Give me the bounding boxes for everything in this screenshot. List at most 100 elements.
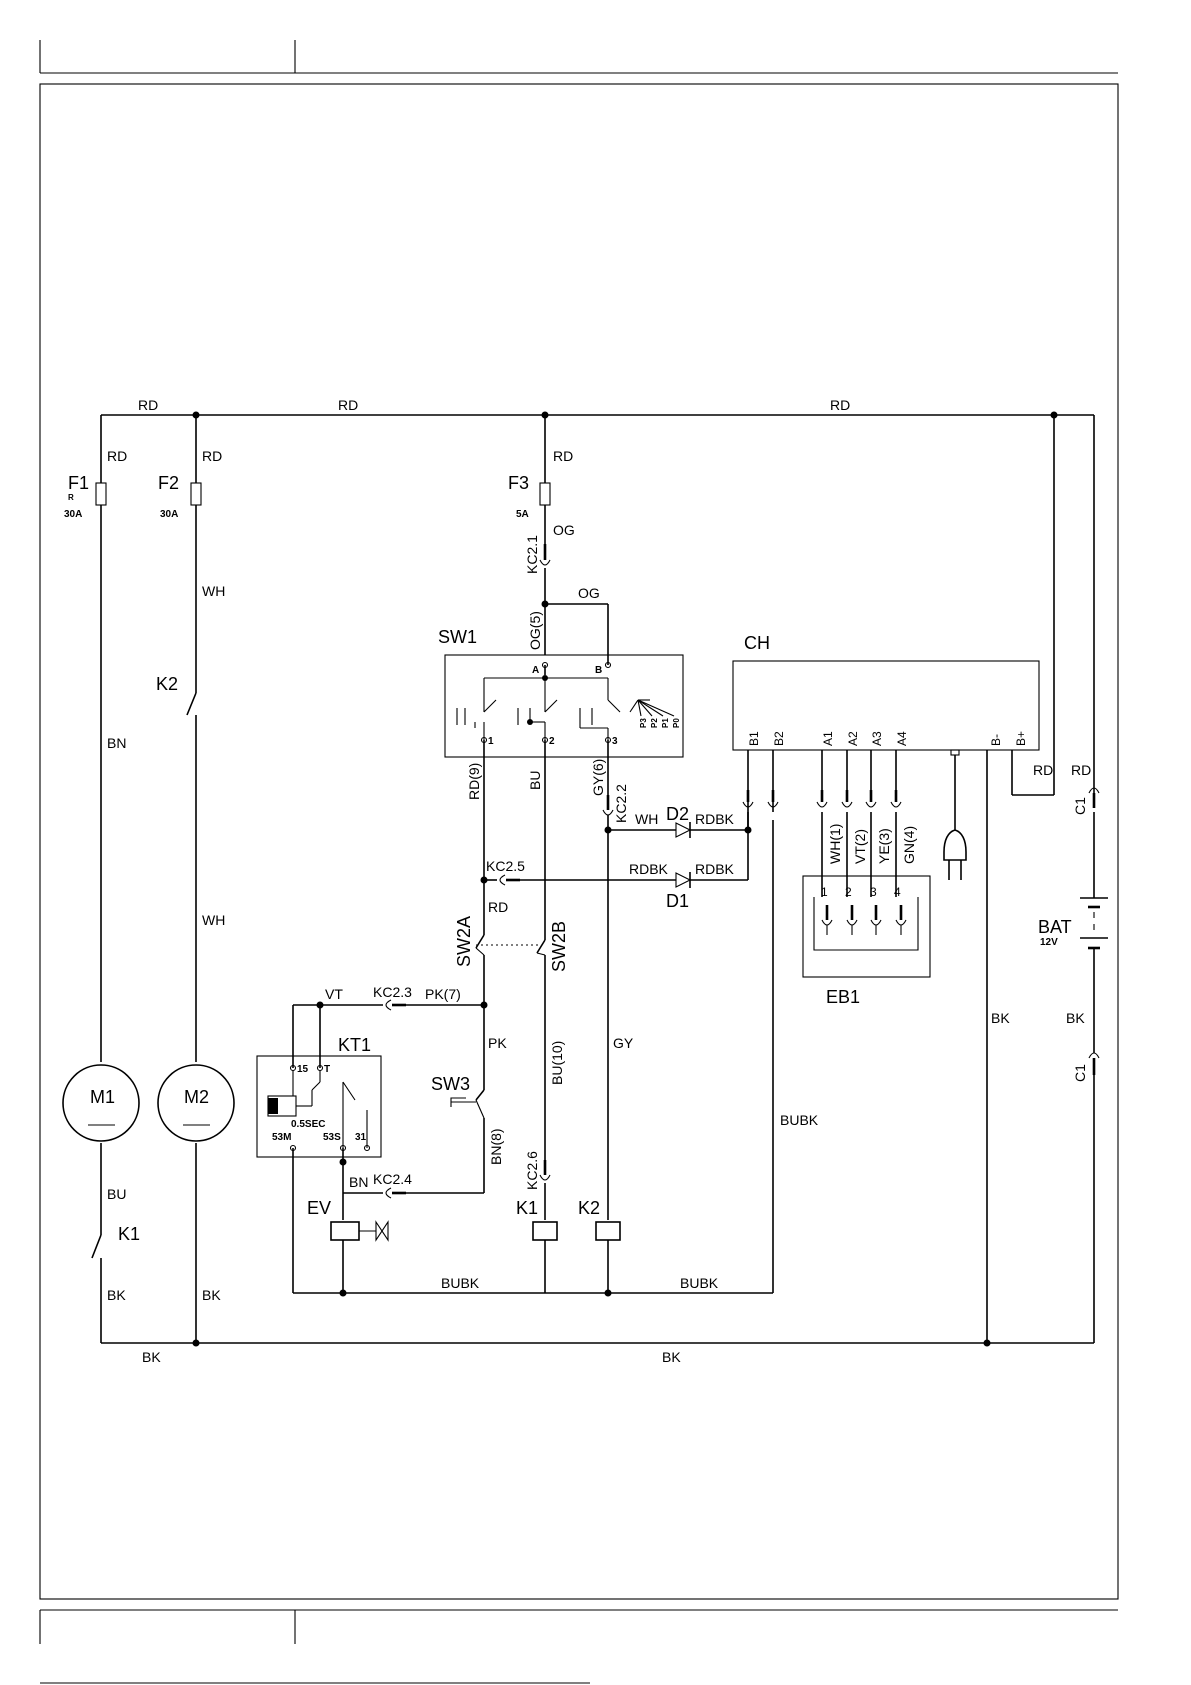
battery-module-eb1: EB1 1 2 3 4	[802, 875, 931, 1007]
svg-text:SW3: SW3	[431, 1074, 470, 1094]
svg-text:OG: OG	[553, 522, 575, 538]
motor-m2: M2	[157, 1064, 235, 1142]
svg-text:P2: P2	[650, 718, 659, 728]
k1-relay-contact: K1	[91, 1224, 140, 1259]
svg-text:BN(8): BN(8)	[488, 1128, 504, 1165]
svg-text:1: 1	[488, 736, 494, 747]
svg-text:RDBK: RDBK	[695, 811, 735, 827]
svg-text:RD: RD	[202, 448, 222, 464]
fuse-f1: F1 R 30A	[64, 473, 107, 520]
svg-text:B-: B-	[989, 734, 1003, 746]
svg-text:BK: BK	[142, 1349, 161, 1365]
svg-text:P3: P3	[639, 718, 648, 728]
svg-text:CH: CH	[744, 633, 770, 653]
svg-text:15: 15	[297, 1064, 309, 1075]
svg-text:D2: D2	[666, 804, 689, 824]
svg-text:KC2.4: KC2.4	[373, 1171, 412, 1187]
switch-sw2: SW2A SW2B	[454, 916, 569, 972]
motor-m1: M1	[62, 1064, 140, 1142]
svg-text:BU: BU	[527, 771, 543, 790]
svg-text:RD: RD	[1033, 762, 1053, 778]
svg-text:SW1: SW1	[438, 627, 477, 647]
svg-text:SW2A: SW2A	[454, 916, 474, 967]
svg-text:A1: A1	[821, 731, 835, 746]
connector-b1	[742, 790, 754, 808]
svg-text:BK: BK	[662, 1349, 681, 1365]
wire-labels: RD RD RD RD RD RD OG OG OG(5) WH WH BN B…	[107, 397, 1091, 1365]
svg-text:GN(4): GN(4)	[901, 826, 917, 864]
svg-text:31: 31	[355, 1132, 367, 1143]
svg-text:RD: RD	[107, 448, 127, 464]
diode-d1: D1	[666, 872, 692, 911]
svg-text:SW2B: SW2B	[549, 921, 569, 972]
svg-text:PK: PK	[488, 1035, 507, 1051]
svg-text:F3: F3	[508, 473, 529, 493]
mains-plug-icon	[943, 749, 967, 880]
svg-text:BK: BK	[991, 1010, 1010, 1026]
svg-text:BUBK: BUBK	[780, 1112, 819, 1128]
svg-text:BUBK: BUBK	[441, 1275, 480, 1291]
svg-text:BK: BK	[202, 1287, 221, 1303]
switch-sw3: SW3	[431, 1074, 485, 1119]
connector-a3	[865, 790, 877, 808]
fuse-f2: F2 30A	[158, 473, 202, 520]
svg-text:RDBK: RDBK	[629, 861, 669, 877]
connector-a4	[890, 790, 902, 808]
svg-text:BAT: BAT	[1038, 917, 1072, 937]
svg-text:K2: K2	[578, 1198, 600, 1218]
svg-text:1: 1	[821, 885, 828, 899]
svg-text:BK: BK	[107, 1287, 126, 1303]
svg-text:P1: P1	[661, 718, 670, 728]
connector-a2	[841, 790, 853, 808]
svg-text:EB1: EB1	[826, 987, 860, 1007]
page-frame	[39, 40, 1119, 1684]
svg-text:F2: F2	[158, 473, 179, 493]
svg-text:53S: 53S	[323, 1132, 341, 1143]
timer-relay-kt1: KT1 15 T 0.5SEC 53M 53S 31	[256, 1035, 382, 1158]
connector-b2	[767, 790, 779, 808]
svg-text:WH: WH	[635, 811, 658, 827]
svg-text:53M: 53M	[272, 1132, 291, 1143]
svg-text:BU(10): BU(10)	[549, 1041, 565, 1085]
svg-text:EV: EV	[307, 1198, 331, 1218]
svg-text:B: B	[595, 665, 602, 676]
svg-text:B+: B+	[1014, 731, 1028, 746]
svg-text:12V: 12V	[1040, 937, 1058, 948]
svg-text:M2: M2	[184, 1087, 209, 1107]
connector-kc2-2: KC2.2	[602, 784, 629, 823]
svg-text:KT1: KT1	[338, 1035, 371, 1055]
svg-text:GY: GY	[613, 1035, 634, 1051]
svg-text:C1: C1	[1072, 797, 1088, 815]
connector-kc2-5: KC2.5	[486, 858, 525, 886]
svg-text:KC2.6: KC2.6	[524, 1151, 540, 1190]
svg-text:OG: OG	[578, 585, 600, 601]
svg-text:WH(1): WH(1)	[827, 824, 843, 864]
solenoid-valve-ev: EV	[307, 1198, 389, 1242]
svg-text:D1: D1	[666, 891, 689, 911]
inline-connectors: KC2.1 KC2.2 KC2.6	[373, 535, 1100, 1199]
connector-kc2-1: KC2.1	[524, 535, 551, 574]
svg-text:KC2.3: KC2.3	[373, 984, 412, 1000]
charger-ch: CH B1 B2 A1 A2 A3 A4 B- B+	[732, 633, 1040, 751]
svg-text:P0: P0	[672, 718, 681, 728]
svg-text:BN: BN	[349, 1174, 368, 1190]
junction-dots	[192, 411, 1058, 1347]
eb1-pins	[821, 905, 907, 935]
svg-text:RD: RD	[138, 397, 158, 413]
svg-text:YE(3): YE(3)	[876, 828, 892, 864]
svg-text:RD(9): RD(9)	[466, 763, 482, 800]
svg-text:BU: BU	[107, 1186, 126, 1202]
svg-text:WH: WH	[202, 912, 225, 928]
svg-text:RD: RD	[830, 397, 850, 413]
svg-text:2: 2	[549, 736, 555, 747]
svg-text:B2: B2	[772, 731, 786, 746]
svg-text:RD: RD	[553, 448, 573, 464]
svg-text:VT(2): VT(2)	[852, 829, 868, 864]
svg-text:2: 2	[845, 885, 852, 899]
svg-text:KC2.2: KC2.2	[613, 784, 629, 823]
relay-coil-k2: K2	[578, 1198, 621, 1241]
svg-text:3: 3	[870, 885, 877, 899]
svg-text:K1: K1	[516, 1198, 538, 1218]
svg-text:KC2.1: KC2.1	[524, 535, 540, 574]
